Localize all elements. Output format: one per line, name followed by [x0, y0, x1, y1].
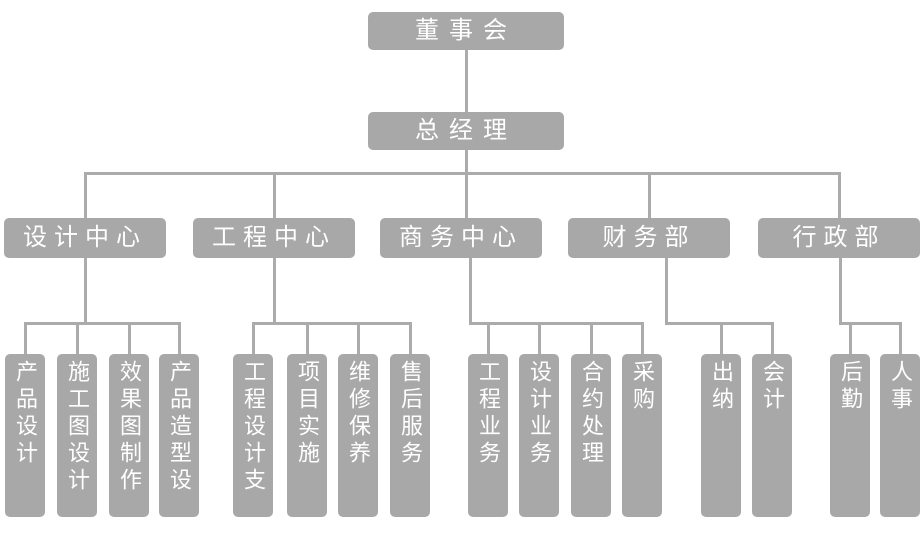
node-procurement: 采购: [622, 354, 662, 517]
connector-line: [409, 322, 412, 354]
node-general-manager: 总经理: [368, 112, 564, 150]
node-business-center: 商务中心: [380, 218, 542, 258]
connector-line: [465, 50, 468, 112]
connector-line: [357, 322, 360, 354]
node-design-business: 设计业务: [519, 354, 559, 517]
connector-line: [252, 322, 255, 354]
connector-line: [641, 322, 644, 354]
node-finance-dept: 财务部: [568, 218, 730, 258]
connector-line: [24, 322, 181, 325]
connector-line: [849, 322, 852, 354]
connector-line: [84, 172, 87, 218]
node-design-center: 设计中心: [4, 218, 166, 258]
connector-line: [24, 322, 27, 354]
node-cashier: 出纳: [701, 354, 741, 517]
node-admin-dept: 行政部: [758, 218, 920, 258]
connector-line: [590, 322, 593, 354]
connector-line: [84, 258, 87, 325]
node-maintenance: 维修保养: [338, 354, 378, 517]
node-contract-processing: 合约处理: [571, 354, 611, 517]
connector-line: [76, 322, 79, 354]
connector-line: [128, 322, 131, 354]
connector-line: [899, 322, 902, 354]
node-hr: 人事: [880, 354, 920, 517]
connector-line: [720, 322, 723, 354]
node-logistics: 后勤: [830, 354, 870, 517]
connector-line: [648, 172, 651, 218]
connector-line: [538, 322, 541, 354]
node-construction-drawing-design: 施工图设计: [57, 354, 97, 517]
node-engineering-center: 工程中心: [193, 218, 355, 258]
connector-line: [665, 258, 668, 325]
node-engineering-design-support: 工程设计支持: [233, 354, 273, 517]
connector-line: [838, 172, 841, 218]
node-product-design: 产品设计: [5, 354, 45, 517]
node-after-sales-service: 售后服务: [390, 354, 430, 517]
connector-line: [465, 150, 468, 218]
node-project-implementation: 项目实施: [287, 354, 327, 517]
connector-line: [771, 322, 774, 354]
connector-line: [839, 322, 902, 325]
connector-line: [469, 258, 472, 325]
connector-line: [839, 258, 842, 325]
connector-line: [273, 172, 276, 218]
node-rendering-production: 效果图制作: [109, 354, 149, 517]
connector-line: [252, 322, 412, 325]
connector-line: [665, 322, 774, 325]
node-accounting: 会计: [752, 354, 792, 517]
connector-line: [469, 322, 644, 325]
node-product-styling-design: 产品造型设计: [159, 354, 199, 517]
connector-line: [84, 172, 841, 175]
node-engineering-business: 工程业务: [468, 354, 508, 517]
connector-line: [487, 322, 490, 354]
connector-line: [273, 258, 276, 325]
connector-line: [178, 322, 181, 354]
connector-line: [306, 322, 309, 354]
node-board: 董事会: [368, 12, 564, 50]
